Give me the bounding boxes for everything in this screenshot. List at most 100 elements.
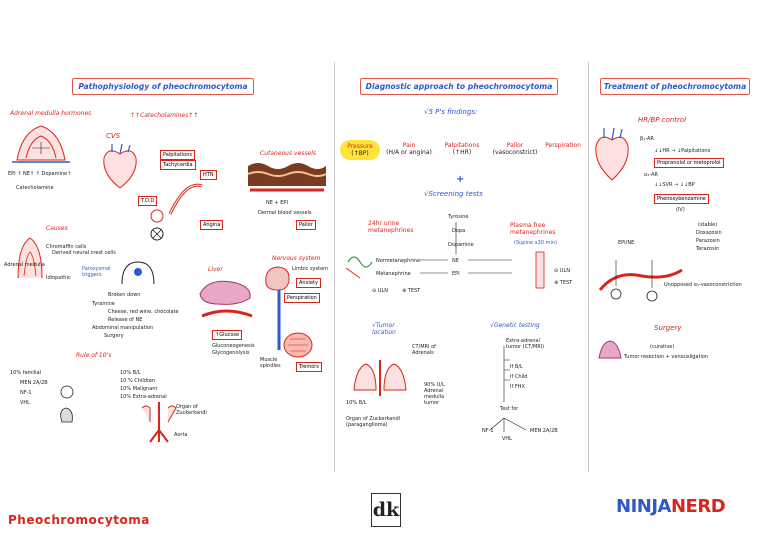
screening-label: √Screening tests: [424, 190, 483, 198]
gen-bl: If B/L: [510, 364, 523, 370]
trigger-broken: Broken down: [108, 292, 141, 298]
p-pain-sub: (H/A or angina): [386, 149, 432, 156]
rule-familial: 10% familial: [10, 370, 42, 376]
catecholamines-label: ↑↑Catecholamines↑↑: [130, 112, 199, 119]
path-tyrosine: Tyrosine: [448, 214, 469, 220]
neuron-drawing: [121, 261, 155, 285]
cause-adrenal-medulla: Adrenal medulla: [4, 262, 45, 268]
p-perspiration-label: Perspiration: [545, 142, 581, 149]
path-dopa: Dopa: [452, 228, 466, 234]
tod-box: T.O.D: [138, 196, 158, 206]
ninja-word: NINJA: [616, 496, 671, 517]
dk-logo: dk: [371, 493, 401, 527]
genetic-label: √Genetic testing: [490, 322, 540, 329]
heart-treat-drawing: [595, 128, 629, 181]
p-perspiration: Perspiration: [542, 142, 584, 149]
trigger-cheese: Cheese, red wine, chocolate: [108, 309, 179, 315]
pallor-box: Pallor: [296, 220, 316, 230]
p-pressure-label: Pressure: [347, 143, 373, 150]
rule-nf1: NF-1: [20, 390, 32, 396]
test-neg-left: ⊖ ULN: [372, 288, 388, 294]
zuck-diag-label: Organ of Zuckerkandl (paraganglioma): [346, 416, 401, 428]
ne-epi-label: NE + EPI: [266, 200, 288, 206]
htn-box: HTN: [200, 170, 217, 180]
dermal-label: Dermal blood vessels: [258, 210, 312, 216]
rule-bl: 10% B/L: [120, 370, 141, 376]
diag-section-title: Diagnostic approach to pheochromocytoma: [360, 78, 558, 95]
path-normetanephrine: Normetanephrine: [376, 258, 421, 264]
glucose-box: ↑Glucose: [212, 330, 243, 340]
stable-terazosin: Terazosin: [696, 246, 720, 252]
surgery-label: Surgery: [654, 324, 682, 332]
gen-men: MEN 2A/2B: [530, 428, 558, 434]
divider-right: [588, 62, 589, 472]
rule-zuck: Organ of Zuckerkandl: [176, 404, 207, 416]
curative-label: (curative): [650, 344, 675, 350]
causes-label: Causes: [46, 225, 68, 232]
p-palpitations-sub: (↑HR): [452, 149, 472, 156]
nervous-label: Nervous system: [272, 255, 321, 262]
anxiety-box: Anxiety: [296, 278, 321, 288]
test-pos-right: ⊕ TEST: [554, 280, 573, 286]
path-metanephrine: Metanephrine: [376, 271, 411, 277]
pct-90-label: 90% U/L Adrenal medulla tumor: [424, 382, 445, 406]
cutaneous-label: Cutaneous vessels: [260, 150, 317, 157]
p-palpitations: Palpitations (↑HR): [440, 142, 484, 156]
resection-label: Tumor resection + venousligation: [624, 354, 709, 360]
rule-malignant: 10% Malignant: [120, 386, 158, 392]
cause-chromaffin: Chromaffin cells: [46, 244, 87, 250]
five-p-label: √5 P's findings:: [424, 108, 478, 116]
aorta-drawing: [141, 402, 177, 443]
adrenal-cause-drawing: [17, 237, 43, 279]
beta-effect: ↓↓HR → ↓Palpitations: [654, 148, 711, 154]
adrenal-gland-drawing: [12, 125, 70, 163]
perspiration-box: Perspiration: [284, 293, 320, 303]
propranolol-box: Propranolol or metoprolol: [654, 158, 724, 168]
plus-icon: +: [456, 174, 465, 185]
tremors-box: Tremors: [296, 362, 322, 372]
p-palpitations-label: Palpitations: [444, 142, 480, 149]
nerd-word: NERD: [670, 496, 726, 517]
vessel-drawing: [168, 183, 203, 215]
path-ne: NE: [452, 258, 459, 264]
tumor-loc-label: √Tumor location: [372, 322, 396, 336]
rule-label: Rule of 10's: [76, 352, 112, 359]
adrenal-title: Adrenal medulla hormones: [10, 110, 92, 117]
muscle-drawing: [283, 332, 313, 358]
p-pain: Pain (H/A or angina): [382, 142, 436, 156]
stable-parazosin: Parazosin: [696, 238, 720, 244]
cause-idiopathic: Idiopathic: [46, 275, 71, 281]
angina-box: Angina: [200, 220, 224, 230]
p-pallor-label: Pallor: [506, 142, 524, 149]
ninja-nerd-logo: NINJANERD: [616, 496, 726, 517]
path-dopamine: Dopamine: [448, 242, 474, 248]
unopposed-label: Unopposed α₁-vasoconstriction: [664, 282, 742, 288]
genetic-arrows: [489, 346, 527, 432]
paroxysmal-label: Paroxysmal triggers: [82, 266, 111, 278]
alpha-effect: ↓↓SVR → ↓↓BP: [654, 182, 695, 188]
footer-title: Pheochromocytoma: [8, 513, 150, 527]
epi-ne-label: EPI/NE: [618, 240, 635, 246]
patho-section-title: Pathophysiology of pheochromocytoma: [72, 78, 254, 95]
trigger-surgery: Surgery: [104, 333, 124, 339]
beta-label: β₁-AR: [640, 136, 654, 142]
stable-label: (stable): [698, 222, 718, 228]
p-pallor-sub: (vasoconstrict): [492, 149, 538, 156]
p-pressure-sub: (↑BP): [351, 150, 369, 157]
trigger-release: Release of NE: [108, 317, 143, 323]
phenoxy-box: Phenoxybenzamine: [654, 194, 709, 204]
plasma-label: Plasma free metanephrines: [510, 222, 556, 236]
spinal-drawing: [277, 290, 281, 350]
path-epi: EPI: [452, 271, 460, 277]
ct-label: CT/MRI of Adrenals: [412, 344, 436, 356]
trigger-tyramine: Tyramine: [92, 301, 115, 307]
stable-doxazosin: Doxazosin: [696, 230, 722, 236]
alpha-label: α₁-AR: [644, 172, 658, 178]
pct-10-label: 10% B/L: [346, 400, 367, 406]
rule-extra-adrenal: 10% Extra-adrenal: [120, 394, 167, 400]
gen-nf1: NF-1: [482, 428, 494, 434]
p-pressure: Pressure (↑BP): [340, 140, 380, 160]
treat-section-title: Treatment of pheochromocytoma: [600, 78, 750, 95]
gluco-glycogenolysis: Glycogenolysis: [212, 350, 250, 356]
rule-aorta: Aorta: [174, 432, 188, 438]
